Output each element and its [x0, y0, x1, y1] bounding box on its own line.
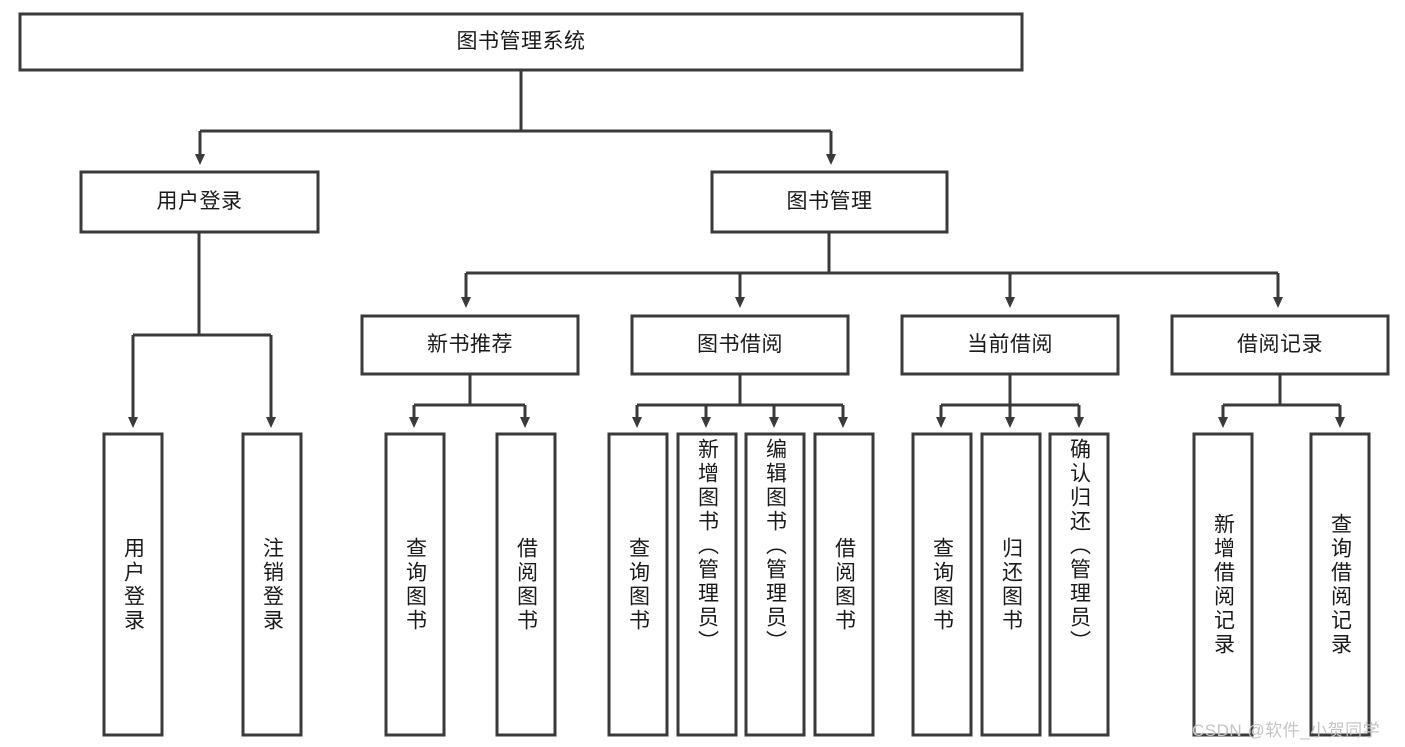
- node-borrow-record[interactable]: [1170, 314, 1390, 376]
- node-leaf-confirm-return[interactable]: [1048, 432, 1110, 737]
- node-leaf-query-book-3[interactable]: [911, 432, 973, 737]
- node-leaf-add-record[interactable]: [1192, 432, 1254, 737]
- node-user-login[interactable]: [79, 170, 320, 234]
- edge-bookborrow-to-leaves: [632, 374, 848, 428]
- edge-currentborrow-to-leaves: [936, 374, 1084, 428]
- node-root[interactable]: [18, 12, 1024, 72]
- node-new-book-recommend[interactable]: [360, 314, 580, 376]
- node-leaf-query-book-1[interactable]: [384, 432, 446, 737]
- node-leaf-return-book[interactable]: [980, 432, 1042, 737]
- node-leaf-borrow-book-1[interactable]: [495, 432, 557, 737]
- node-book-manage[interactable]: [710, 170, 949, 234]
- node-leaf-query-book-2[interactable]: [607, 432, 669, 737]
- node-current-borrow[interactable]: [900, 314, 1120, 376]
- edge-userlogin-to-leaves: [128, 232, 276, 428]
- node-leaf-edit-book[interactable]: [744, 432, 806, 737]
- node-leaf-user-login[interactable]: [102, 432, 164, 737]
- node-leaf-borrow-book-2[interactable]: [813, 432, 875, 737]
- edge-borrowrecord-to-leaves: [1218, 374, 1345, 428]
- node-leaf-query-record[interactable]: [1309, 432, 1371, 737]
- edge-bookmanage-to-level3: [461, 232, 1283, 308]
- node-book-borrow[interactable]: [630, 314, 850, 376]
- node-leaf-logout-login[interactable]: [241, 432, 303, 737]
- csdn-watermark: CSDN @软件_小贺同学: [1192, 721, 1381, 740]
- edge-root-to-level2: [195, 70, 836, 165]
- node-leaf-add-book[interactable]: [676, 432, 738, 737]
- edge-newbook-to-leaves: [409, 374, 530, 428]
